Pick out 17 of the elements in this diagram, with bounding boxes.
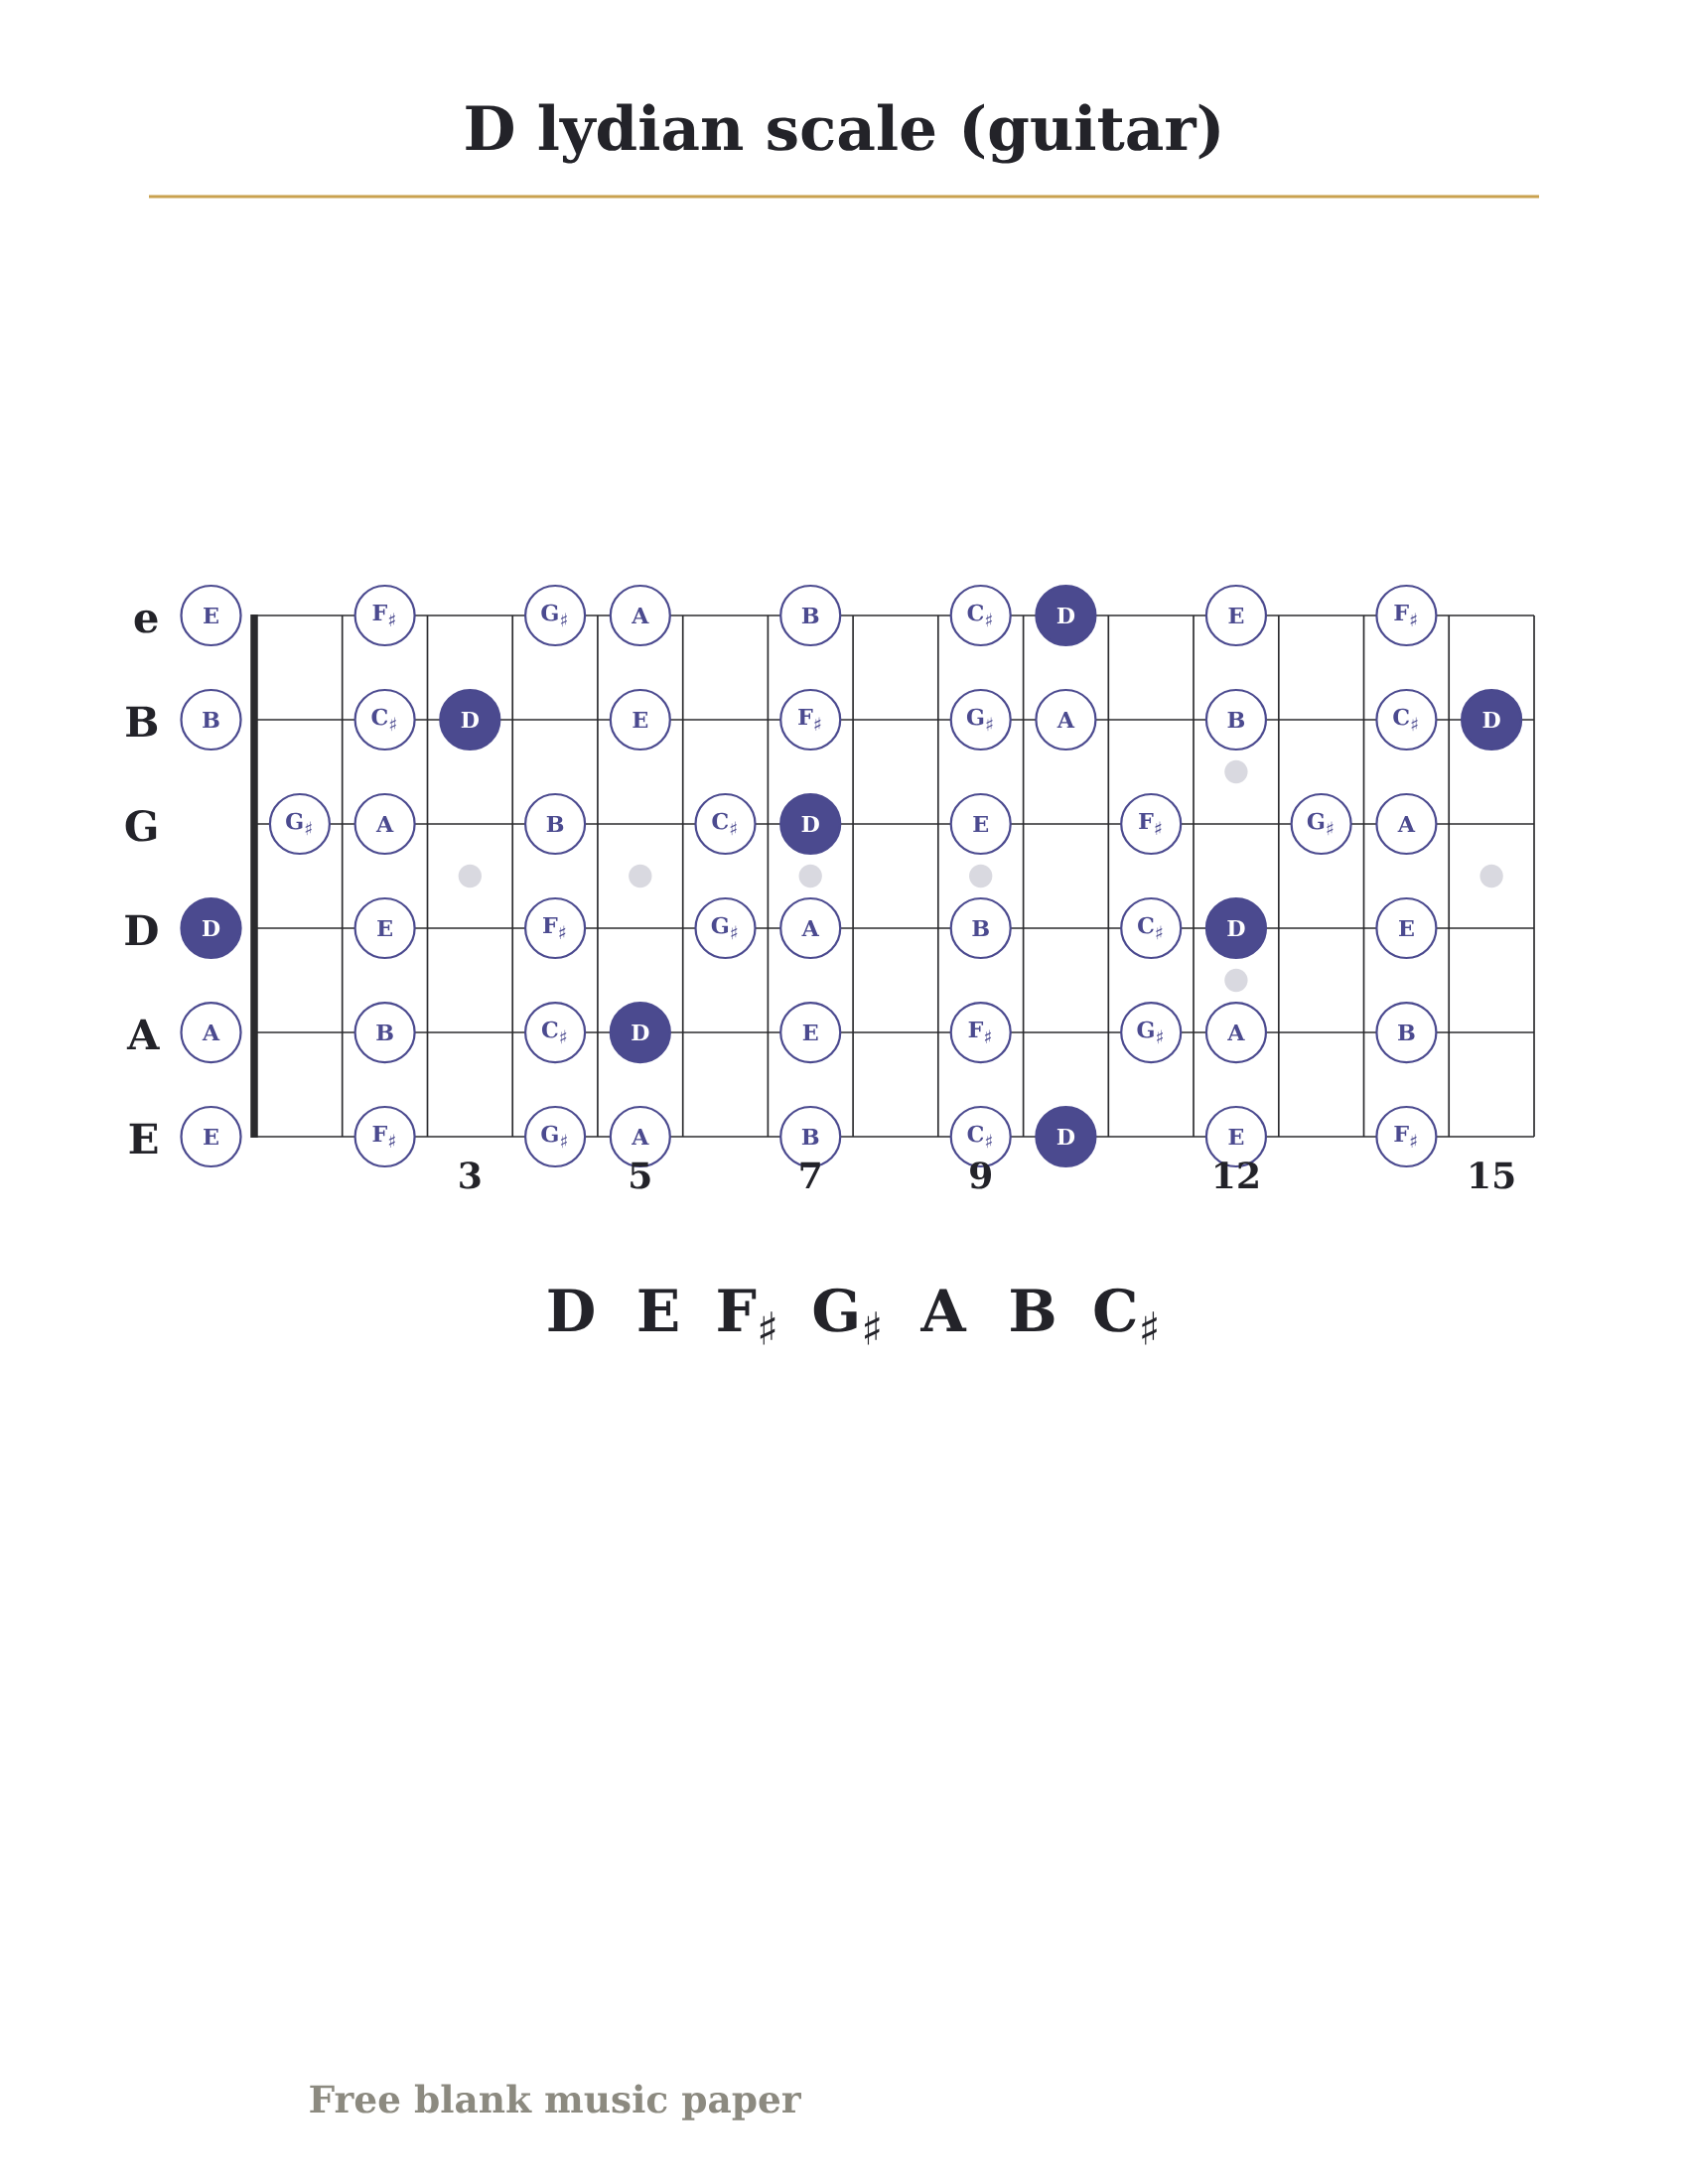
- scale-note: D: [548, 1289, 594, 1331]
- string-label: e: [134, 610, 158, 633]
- string-label: G: [125, 810, 157, 842]
- string-label: E: [129, 1123, 158, 1154]
- string-label: A: [126, 1019, 160, 1049]
- fret-number: 15: [1471, 1161, 1514, 1189]
- scale-note: C$_{♯}$: [1094, 1288, 1157, 1345]
- string-label: D: [125, 914, 158, 945]
- scale-note: F$_{♯}$: [718, 1289, 775, 1345]
- title: D lydian scale (guitar): [466, 103, 1219, 164]
- fret-number: 3: [460, 1161, 481, 1189]
- scale-note: B: [1011, 1289, 1055, 1331]
- footer-text: Free blank music paper: [310, 2084, 801, 2120]
- scale-note: G$_{♯}$: [813, 1288, 880, 1345]
- string-label: B: [126, 706, 158, 737]
- scale-note: E: [638, 1289, 678, 1331]
- scale-note: A: [919, 1289, 967, 1331]
